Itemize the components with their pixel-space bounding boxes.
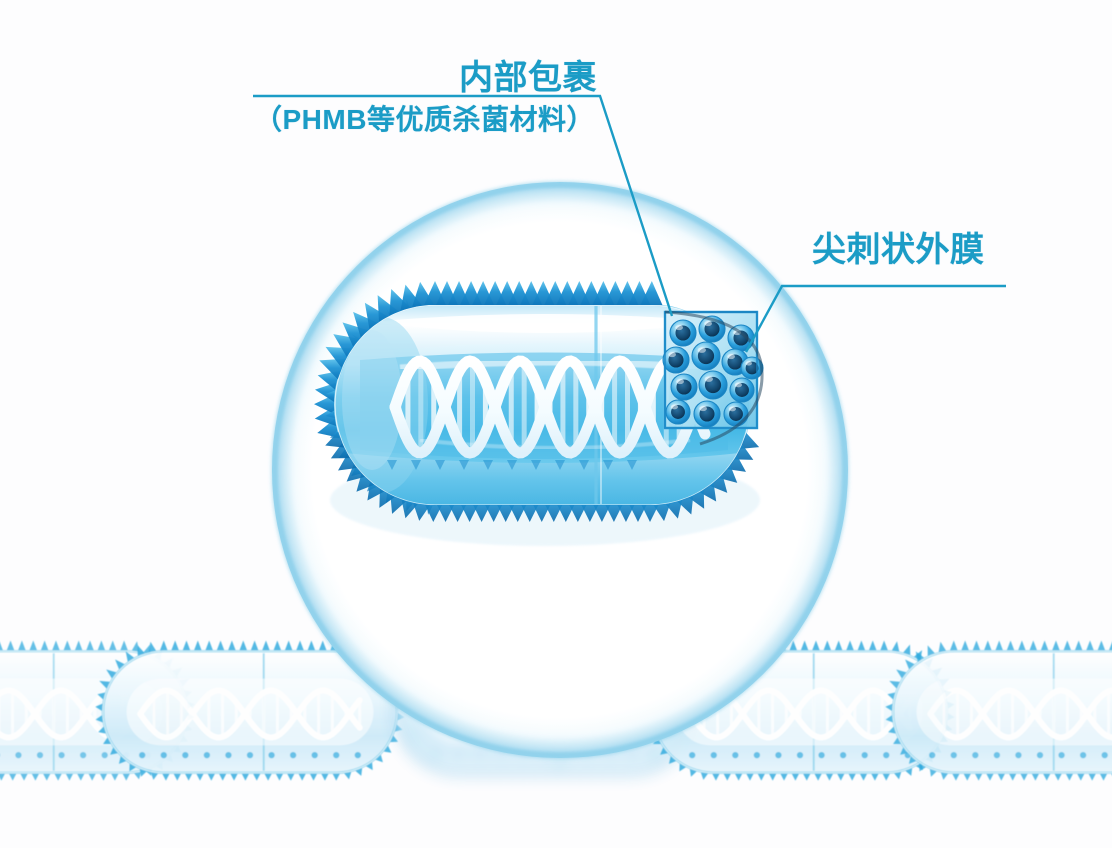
spike bbox=[461, 505, 479, 522]
spike bbox=[377, 295, 399, 322]
inner-nub bbox=[603, 460, 613, 470]
spike bbox=[485, 505, 503, 522]
spike bbox=[367, 481, 385, 501]
leader-line-outer bbox=[744, 284, 1006, 353]
spike bbox=[709, 474, 728, 493]
spike bbox=[533, 505, 551, 522]
spike bbox=[330, 443, 350, 459]
inner-nub bbox=[507, 460, 517, 470]
capsule-cutaway bbox=[662, 310, 764, 446]
vesicle bbox=[665, 399, 691, 425]
spike bbox=[521, 505, 539, 522]
spike bbox=[379, 488, 395, 508]
spike bbox=[509, 505, 527, 522]
inner-nub bbox=[459, 460, 469, 470]
inner-nub bbox=[627, 460, 637, 470]
label-inner-encapsulation-subtitle: （PHMB等优质杀菌材料） bbox=[254, 104, 595, 135]
inner-nub bbox=[411, 460, 421, 470]
spike bbox=[640, 281, 663, 306]
capsule-spikes-front bbox=[319, 281, 760, 522]
spike bbox=[497, 505, 515, 522]
capsule-left bbox=[95, 640, 405, 781]
spike bbox=[390, 494, 407, 514]
spike bbox=[437, 505, 455, 522]
spike bbox=[629, 505, 647, 522]
spike bbox=[346, 464, 366, 482]
spike bbox=[338, 453, 357, 471]
vesicle bbox=[693, 400, 721, 428]
spike bbox=[718, 465, 738, 483]
capsule-far-right bbox=[885, 640, 1112, 781]
spike bbox=[449, 505, 467, 522]
spike bbox=[740, 433, 760, 449]
vesicle bbox=[729, 377, 755, 403]
spike bbox=[314, 394, 336, 415]
spike bbox=[653, 503, 671, 522]
spike bbox=[364, 302, 388, 329]
spike bbox=[425, 504, 443, 522]
spike bbox=[314, 382, 338, 403]
spike bbox=[353, 311, 378, 338]
helix-strand bbox=[389, 355, 711, 459]
spike bbox=[688, 489, 705, 509]
inner-nub bbox=[435, 460, 445, 470]
spike bbox=[699, 482, 717, 502]
label-spiked-outer-membrane-title: 尖刺状外膜 bbox=[812, 231, 985, 269]
inner-nub bbox=[555, 460, 565, 470]
inner-nub bbox=[483, 460, 493, 470]
spike bbox=[727, 455, 746, 472]
spike bbox=[325, 431, 345, 448]
vesicle bbox=[670, 373, 698, 401]
vesicle bbox=[662, 346, 690, 374]
spike bbox=[545, 505, 563, 522]
spike bbox=[401, 499, 418, 519]
spike bbox=[413, 502, 430, 521]
vesicle bbox=[691, 341, 721, 371]
vesicle bbox=[669, 319, 697, 347]
spike bbox=[605, 505, 623, 522]
spike bbox=[641, 505, 659, 522]
inner-nub bbox=[387, 460, 397, 470]
spike bbox=[581, 505, 599, 522]
spike bbox=[473, 505, 491, 522]
spike bbox=[412, 281, 434, 308]
spike bbox=[593, 505, 611, 522]
label-inner-encapsulation-title: 内部包裹 bbox=[459, 59, 597, 97]
capsule-inner-nubs bbox=[387, 460, 637, 470]
leader-line-inner bbox=[253, 94, 674, 317]
vesicle bbox=[698, 370, 728, 400]
spike bbox=[569, 505, 587, 522]
spike bbox=[734, 444, 754, 460]
inner-nub bbox=[531, 460, 541, 470]
inner-nub bbox=[579, 460, 589, 470]
spike bbox=[557, 505, 575, 522]
spike bbox=[617, 505, 635, 522]
